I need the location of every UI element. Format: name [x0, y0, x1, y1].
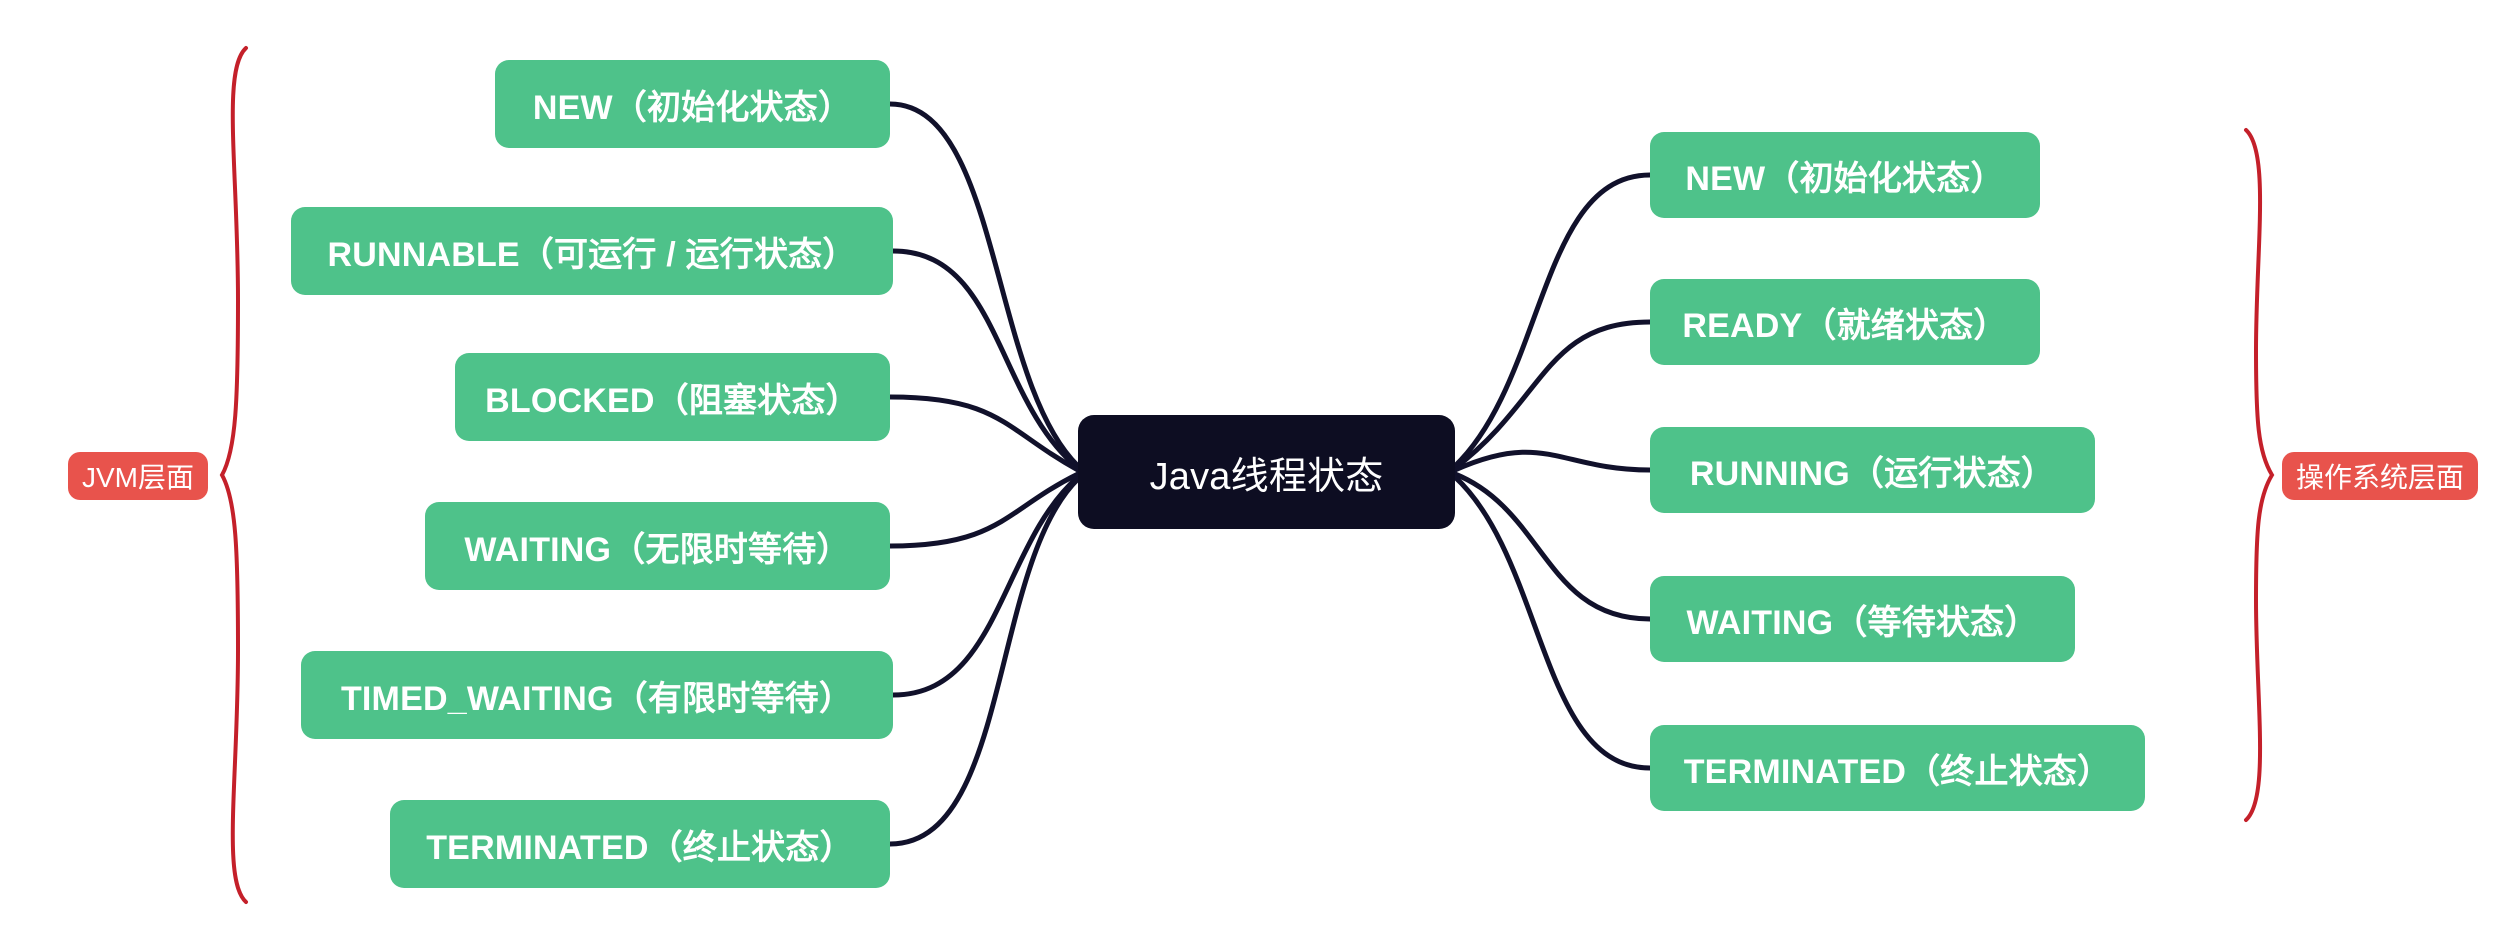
edge-right-ready — [1452, 319, 1653, 471]
edge-left-terminated — [887, 476, 1081, 847]
edge-right-new — [1452, 172, 1653, 469]
node-right-running-label: RUNNING（运行状态） — [1689, 454, 2056, 493]
layer-label-os[interactable]: 操作系统层面 — [2282, 452, 2479, 500]
edge-left-timed-waiting — [890, 474, 1081, 698]
node-left-waiting-label: WAITING（无限时等待） — [464, 530, 851, 569]
node-left-new[interactable]: NEW（初始化状态） — [495, 60, 890, 148]
node-right-terminated-label: TERMINATED（终止状态） — [1683, 752, 2112, 791]
node-right-waiting-label: WAITING（等待状态） — [1686, 603, 2039, 642]
edge-left-new — [887, 101, 1081, 469]
node-right-new-label: NEW（初始化状态） — [1685, 159, 2005, 198]
edge-right-waiting — [1452, 471, 1653, 622]
node-left-runnable-label: RUNNABLE（可运行 / 运行状态） — [327, 235, 857, 274]
edge-right-terminated — [1452, 474, 1653, 771]
node-left-blocked-label: BLOCKED（阻塞状态） — [485, 381, 860, 420]
node-left-timed-waiting-label: TIMED_WAITING（有限时等待） — [340, 679, 854, 718]
node-left-waiting[interactable]: WAITING（无限时等待） — [425, 502, 890, 590]
edge-left-blocked — [887, 394, 1081, 473]
node-root-label: Java线程状态 — [1149, 455, 1384, 498]
node-left-terminated-label: TERMINATED（终止状态） — [426, 828, 854, 867]
layer-label-jvm[interactable]: JVM层面 — [68, 452, 209, 500]
node-right-new[interactable]: NEW（初始化状态） — [1650, 132, 2040, 218]
node-left-timed-waiting[interactable]: TIMED_WAITING（有限时等待） — [301, 651, 893, 739]
node-right-waiting[interactable]: WAITING（等待状态） — [1650, 576, 2075, 662]
edge-left-runnable — [890, 248, 1081, 471]
right-brace — [2244, 128, 2275, 822]
edge-right-running — [1452, 449, 1653, 473]
layer-label-os-text: 操作系统层面 — [2296, 462, 2465, 493]
node-left-new-label: NEW（初始化状态） — [532, 88, 853, 127]
node-root-java-thread-state[interactable]: Java线程状态 — [1078, 415, 1455, 529]
left-brace — [219, 46, 248, 904]
node-left-blocked[interactable]: BLOCKED（阻塞状态） — [455, 353, 890, 441]
layer-label-jvm-text: JVM层面 — [82, 462, 195, 493]
node-left-terminated[interactable]: TERMINATED（终止状态） — [390, 800, 890, 888]
node-right-ready[interactable]: READY（就绪状态） — [1650, 279, 2040, 365]
node-right-running[interactable]: RUNNING（运行状态） — [1650, 427, 2095, 513]
node-left-runnable[interactable]: RUNNABLE（可运行 / 运行状态） — [291, 207, 893, 295]
node-right-ready-label: READY（就绪状态） — [1682, 306, 2008, 345]
node-right-terminated[interactable]: TERMINATED（终止状态） — [1650, 725, 2145, 811]
edge-left-waiting — [887, 471, 1081, 549]
